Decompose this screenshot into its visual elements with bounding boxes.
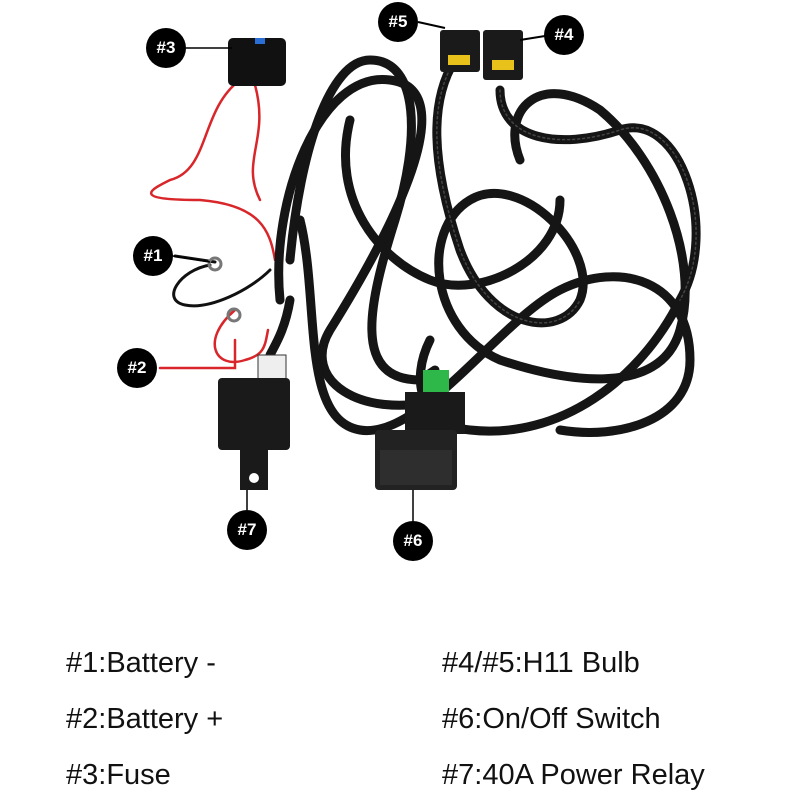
callout-battery-positive: #2 (117, 348, 157, 388)
legend-battery-positive: #2:Battery + (66, 703, 224, 735)
callout-bulb-4: #4 (544, 15, 584, 55)
callout-battery-negative: #1 (133, 236, 173, 276)
relay-body (218, 354, 290, 490)
legend-battery-negative: #1:Battery - (66, 647, 216, 679)
ring-terminal-negative (207, 256, 223, 272)
callout-bulb-5: #5 (378, 2, 418, 42)
wiring-harness-illustration (149, 21, 701, 521)
fuse-holder (228, 38, 286, 86)
legend-relay: #7:40A Power Relay (442, 759, 705, 791)
callout-relay: #7 (227, 510, 267, 550)
callout-fuse: #3 (146, 28, 186, 68)
red-wires (149, 78, 277, 370)
harness-highlights (436, 59, 697, 324)
legend-h11-bulb: #4/#5:H11 Bulb (442, 647, 640, 679)
leader-lines (172, 47, 414, 521)
ring-terminal-positive (226, 307, 242, 323)
callout-switch: #6 (393, 521, 433, 561)
switch-body (375, 370, 465, 490)
legend-switch: #6:On/Off Switch (442, 703, 661, 735)
legend-fuse: #3:Fuse (66, 759, 171, 791)
h11-connectors (417, 21, 546, 80)
harness-loops (265, 55, 701, 437)
